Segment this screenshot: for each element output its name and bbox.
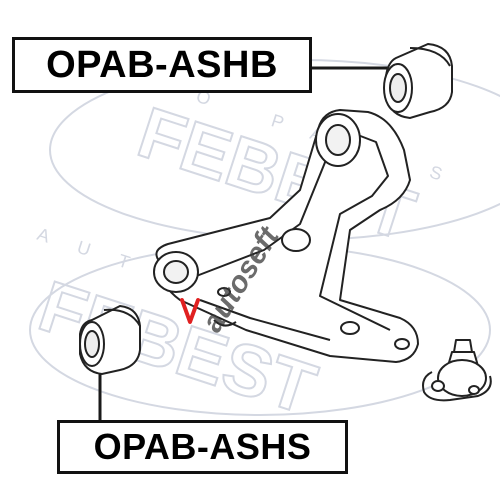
- bushing-top: [383, 42, 453, 120]
- part-number-label-bottom: OPAB-ASHS: [57, 420, 348, 474]
- center-hole: [281, 228, 311, 252]
- part-number-label-top: OPAB-ASHB: [12, 37, 312, 93]
- part-number-bottom: OPAB-ASHS: [93, 426, 312, 467]
- part-number-top: OPAB-ASHB: [46, 43, 278, 86]
- control-arm: [153, 109, 419, 363]
- bushing-bottom: [79, 304, 141, 376]
- overlay-accent-mark: [180, 298, 200, 324]
- ball-joint: [422, 339, 492, 402]
